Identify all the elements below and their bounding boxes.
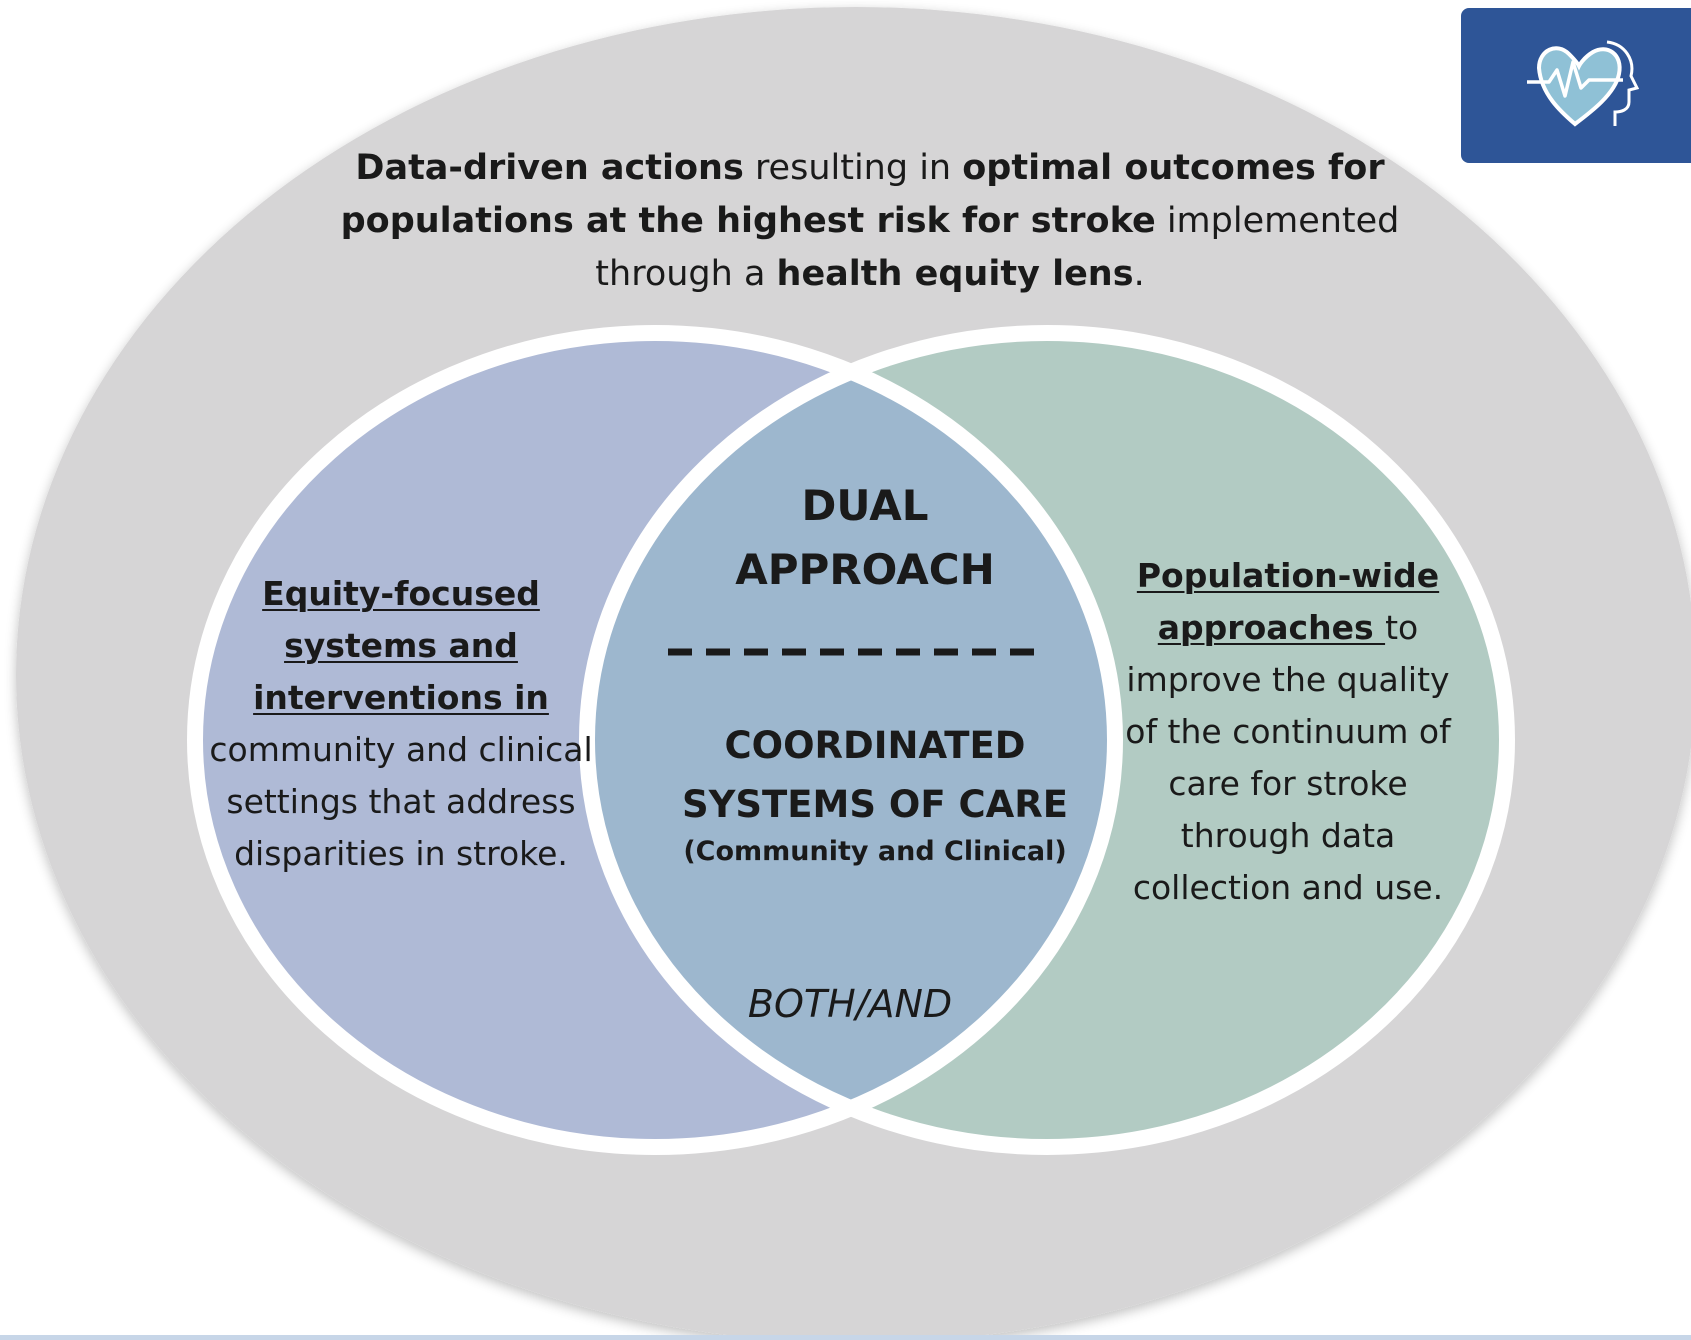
caption-optimal-outcomes: optimal outcomes for populations at the … — [340, 148, 1385, 241]
both-and-label: BOTH/AND — [747, 982, 953, 1026]
caption-health-equity-lens: health equity lens — [776, 254, 1134, 294]
bottom-rule — [0, 1335, 1691, 1340]
coordinated-systems-subtitle: (Community and Clinical) — [683, 836, 1067, 867]
caption-period: . — [1133, 254, 1145, 294]
coordinated-systems-title: COORDINATED SYSTEMS OF CARE — [681, 724, 1069, 826]
right-body: to improve the quality of the continuum … — [1125, 608, 1451, 907]
left-circle-outline — [187, 325, 1123, 1155]
left-body: community and clinical settings that add… — [209, 730, 593, 873]
caption-data-driven: Data-driven actions — [355, 148, 744, 188]
overlap-region — [587, 333, 1115, 1147]
caption-resulting-in: resulting in — [743, 148, 963, 188]
logo-badge — [1461, 8, 1691, 163]
dual-approach-title: DUAL APPROACH — [735, 481, 995, 594]
right-lead: Population-wide approaches — [1136, 556, 1440, 647]
right-circle-outline — [579, 325, 1515, 1155]
caption-implemented: implemented through a — [595, 201, 1400, 294]
right-circle-text: Population-wide approaches to improve th… — [1108, 550, 1468, 914]
outer-caption: Data-driven actions resulting in optimal… — [300, 142, 1440, 301]
left-circle-text: Equity-focused systems and interventions… — [196, 568, 606, 880]
left-lead: Equity-focused systems and interventions… — [253, 574, 549, 717]
heart-head-pulse-icon — [1527, 40, 1639, 127]
